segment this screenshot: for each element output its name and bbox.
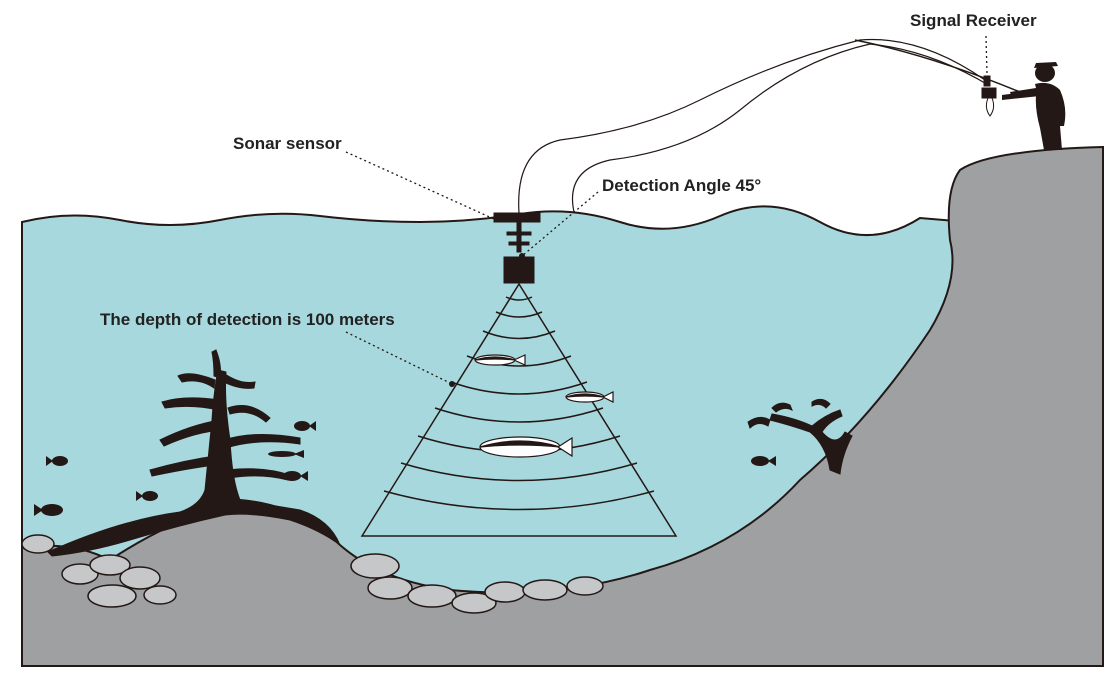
- sunken-tree-right: [747, 398, 853, 475]
- leader-dot: [519, 253, 525, 259]
- fish-icon: [565, 391, 614, 403]
- leader-signal-receiver: [985, 35, 988, 75]
- rocks-left: [21, 534, 177, 608]
- fish-icon: [46, 456, 68, 466]
- rocks-center: [350, 553, 604, 614]
- leader-sonar-sensor: [345, 151, 495, 220]
- label-detection-depth: The depth of detection is 100 meters: [100, 310, 395, 329]
- fish-icon: [474, 354, 526, 366]
- leader-dot: [449, 381, 455, 387]
- signal-cable-2: [572, 43, 991, 213]
- fish-icon: [294, 421, 316, 431]
- label-signal-receiver: Signal Receiver: [910, 11, 1037, 30]
- sunken-tree-left: [47, 349, 342, 557]
- detected-fish-group: [474, 354, 614, 458]
- fish-icon: [268, 450, 304, 458]
- label-sonar-sensor: Sonar sensor: [233, 134, 342, 153]
- sonar-float: [493, 212, 541, 223]
- fish-icon: [751, 456, 776, 466]
- sonar-transducer: [503, 256, 535, 284]
- signal-cable: [518, 38, 986, 214]
- small-fish-group: [34, 421, 776, 516]
- fish-icon: [34, 504, 63, 516]
- fish-icon: [136, 491, 158, 501]
- label-detection-angle: Detection Angle 45°: [602, 176, 761, 195]
- sonar-device: [493, 212, 541, 284]
- leader-detection-angle: [521, 191, 599, 257]
- fish-icon: [479, 436, 573, 458]
- fisherman-silhouette: [1002, 62, 1066, 150]
- leader-lines: [345, 35, 988, 385]
- fishing-rod: [854, 39, 1021, 93]
- signal-receiver-device: [981, 75, 997, 117]
- fish-icon: [283, 471, 308, 481]
